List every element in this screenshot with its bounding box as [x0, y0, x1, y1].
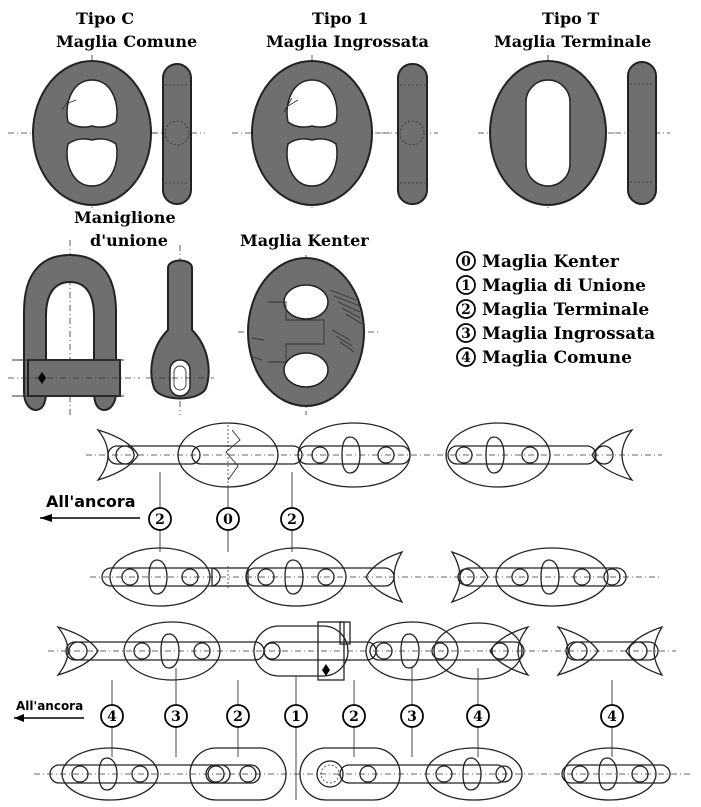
maglia-ingrossata-front-view [232, 55, 390, 210]
legend-item-2: 2 Maglia Terminale [456, 299, 649, 320]
marker-3-a: 3 [164, 704, 188, 728]
legend-item-3: 3 Maglia Ingrossata [456, 323, 655, 344]
maglia-comune-side-view [152, 63, 205, 205]
marker-2-right-label: 2 [287, 512, 297, 528]
tipo-t-label: Tipo T [542, 9, 599, 28]
legend-num-3: 3 [461, 326, 471, 342]
legend-item-0: 0 Maglia Kenter [456, 251, 620, 272]
marker-2-left-label: 2 [155, 512, 165, 528]
maglia-ingrossata-side-view [382, 63, 438, 205]
tipo-1-title: Tipo 1 Maglia Ingrossata [266, 9, 429, 51]
maniglione-label: Maniglione [74, 208, 176, 227]
marker-4-a-label: 4 [107, 709, 117, 725]
d-unione-label: d'unione [90, 231, 168, 250]
marker-4-c: 4 [600, 704, 624, 728]
marker-2-b-label: 2 [349, 709, 359, 725]
tipo-c-title: Tipo C Maglia Comune [56, 9, 197, 51]
chain-assembly-1-bottom-row [90, 547, 662, 607]
legend-num-4: 4 [461, 350, 471, 366]
legend-label-3: Maglia Ingrossata [482, 324, 655, 344]
legend-label-0: Maglia Kenter [482, 252, 620, 272]
marker-3-a-label: 3 [171, 709, 181, 725]
marker-2-a-label: 2 [233, 709, 243, 725]
marker-1: 1 [284, 704, 308, 728]
maniglione-title: Maniglione d'unione [74, 208, 176, 250]
legend-num-1: 1 [461, 278, 471, 294]
marker-2-right: 2 [280, 507, 304, 531]
legend-label-4: Maglia Comune [482, 348, 632, 368]
chain-assembly-2-top-row [48, 621, 676, 681]
maglia-kenter-title: Maglia Kenter [240, 231, 369, 250]
legend-item-1: 1 Maglia di Unione [456, 275, 646, 296]
legend: 0 Maglia Kenter 1 Maglia di Unione 2 Mag… [456, 251, 655, 368]
marker-3-b: 3 [400, 704, 424, 728]
all-ancora-label-1: All'ancora [46, 492, 136, 511]
maniglione-front-view [8, 240, 140, 415]
legend-label-2: Maglia Terminale [482, 300, 649, 320]
maglia-terminale-label: Maglia Terminale [494, 32, 651, 51]
chain-1-markers: 2 0 2 [148, 472, 304, 552]
marker-0: 0 [216, 507, 240, 531]
legend-item-4: 4 Maglia Comune [456, 347, 632, 368]
marker-2-a: 2 [226, 704, 250, 728]
marker-2-b: 2 [342, 704, 366, 728]
maniglione-side-view [146, 245, 214, 415]
marker-0-label: 0 [223, 512, 233, 528]
chain-2-markers: 4 3 2 1 2 3 4 4 [100, 668, 624, 800]
marker-1-label: 1 [291, 709, 301, 725]
maglia-kenter-label: Maglia Kenter [240, 231, 369, 250]
legend-label-1: Maglia di Unione [482, 276, 646, 296]
marker-3-b-label: 3 [407, 709, 417, 725]
all-ancora-arrow-1: All'ancora [40, 492, 140, 522]
tipo-c-label: Tipo C [76, 9, 134, 28]
maglia-terminale-side-view [615, 61, 670, 205]
all-ancora-label-2: All'ancora [16, 699, 83, 713]
tipo-t-title: Tipo T Maglia Terminale [494, 9, 651, 51]
marker-2-left: 2 [148, 507, 172, 531]
chain-assembly-2-bottom-row [34, 747, 690, 801]
chain-assembly-1-top-row [86, 422, 662, 488]
marker-4-b: 4 [466, 704, 490, 728]
legend-num-0: 0 [461, 254, 471, 270]
marker-4-b-label: 4 [473, 709, 483, 725]
maglia-kenter-view [238, 255, 378, 415]
tipo-1-label: Tipo 1 [312, 9, 369, 28]
maglia-ingrossata-label: Maglia Ingrossata [266, 32, 429, 51]
marker-4-a: 4 [100, 704, 124, 728]
all-ancora-arrow-2: All'ancora [14, 699, 84, 722]
maglia-comune-front-view [8, 55, 160, 210]
maglia-terminale-front-view [478, 55, 615, 210]
marker-4-c-label: 4 [607, 709, 617, 725]
legend-num-2: 2 [461, 302, 471, 318]
maglia-comune-label: Maglia Comune [56, 32, 197, 51]
